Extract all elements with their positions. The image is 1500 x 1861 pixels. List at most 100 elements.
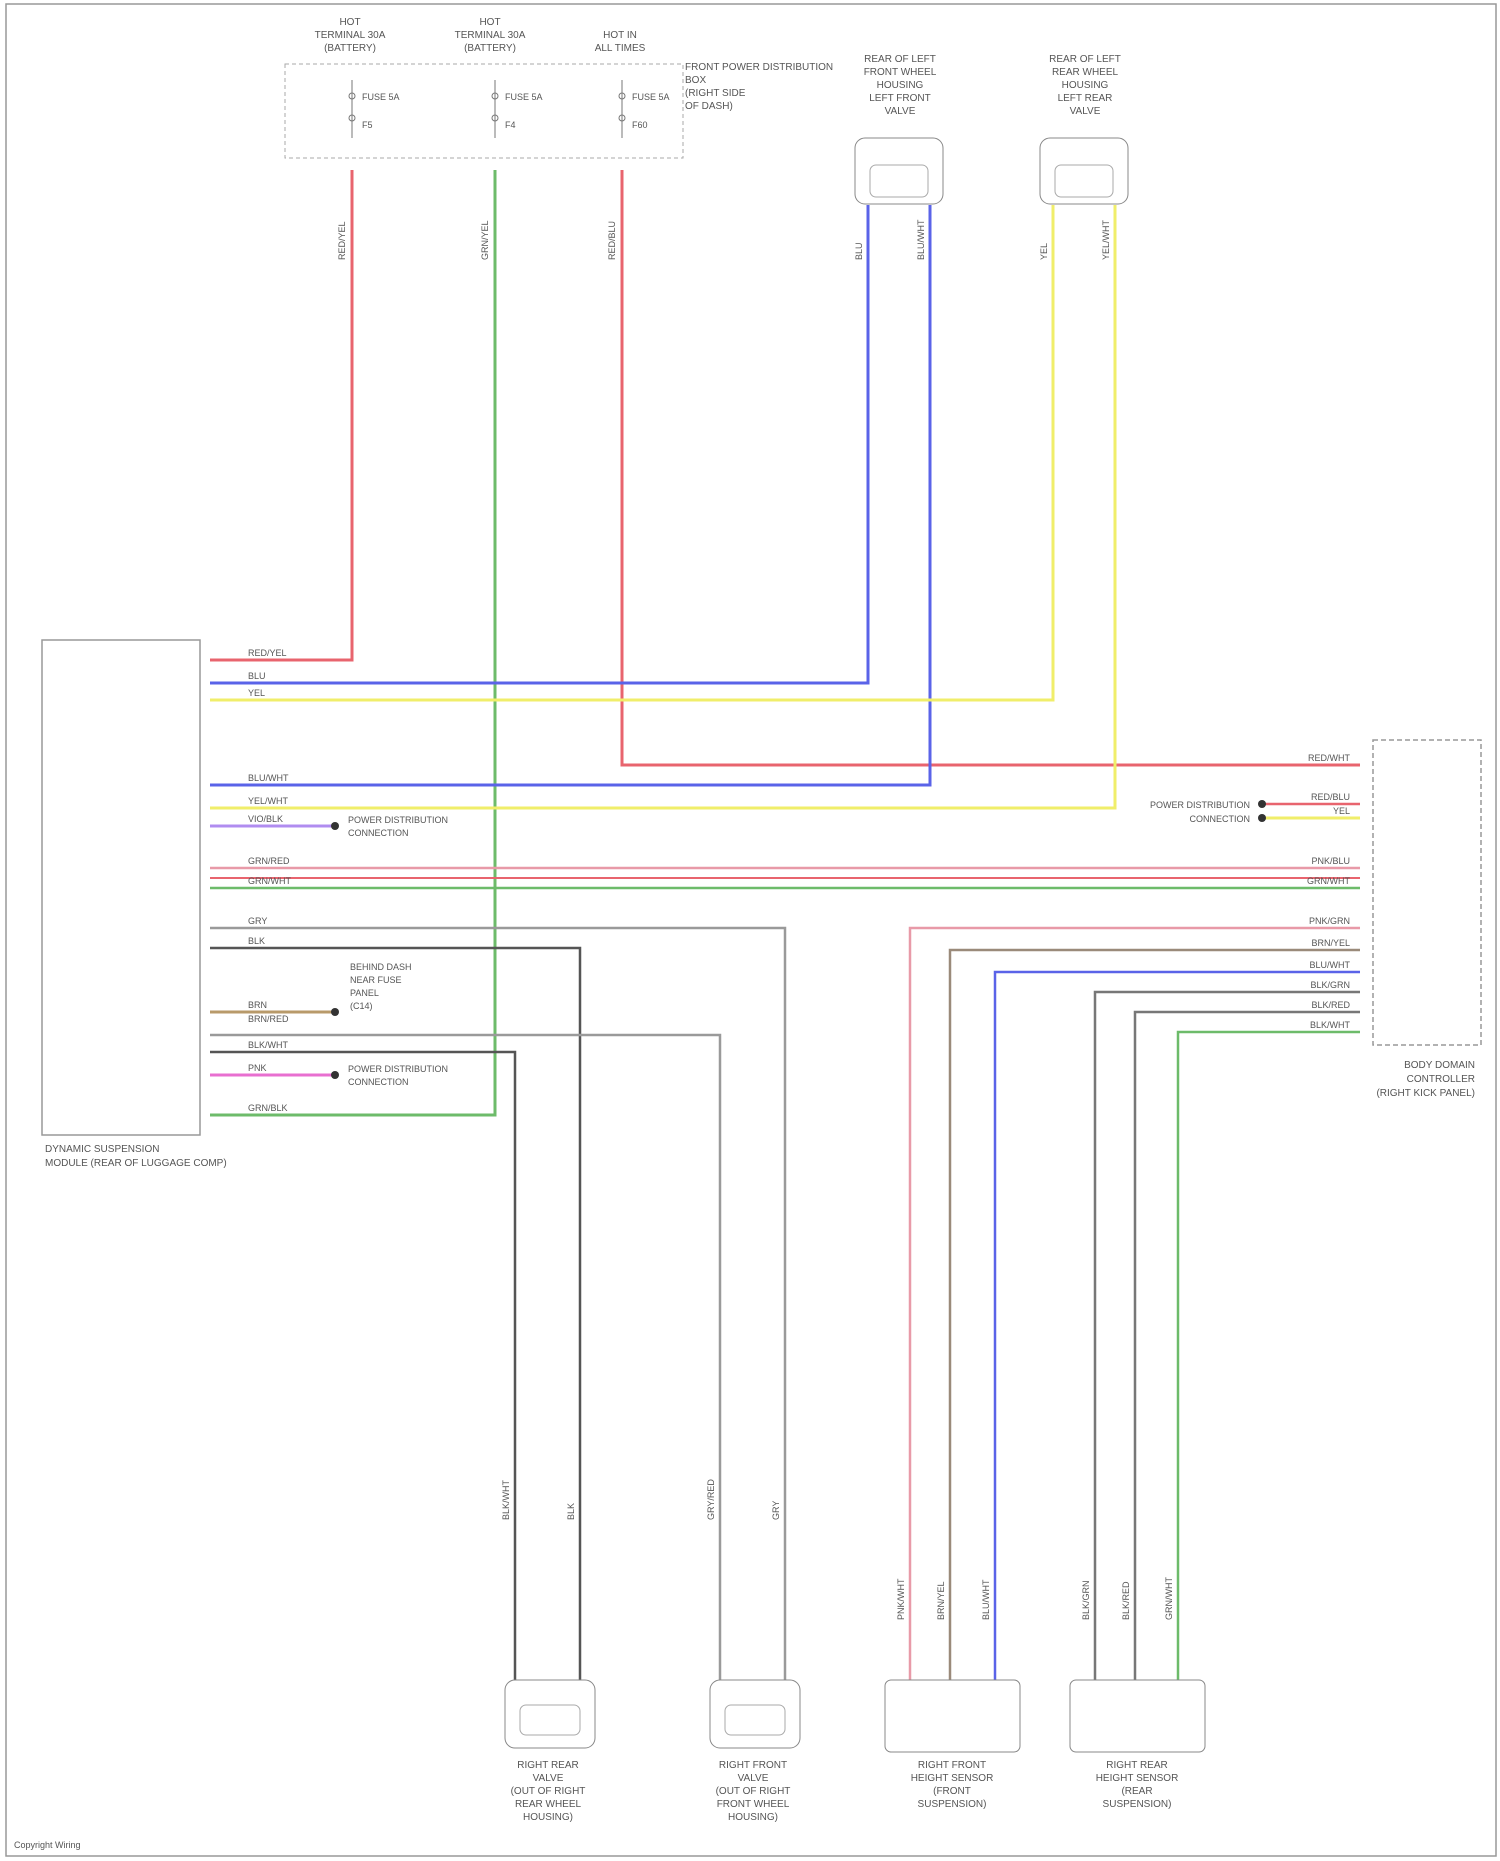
fuse-symbol: FUSE 5A F4 — [492, 80, 543, 138]
wire-yellow-2 — [210, 205, 1115, 808]
wire-labels-vertical-top: RED/YEL GRN/YEL RED/BLU BLU BLU/WHT YEL … — [337, 219, 1111, 260]
svg-text:PNK/GRN: PNK/GRN — [1309, 916, 1350, 926]
wire-red-top — [210, 170, 352, 660]
svg-text:CONNECTION: CONNECTION — [1190, 814, 1251, 824]
svg-text:BLK/GRN: BLK/GRN — [1081, 1580, 1091, 1620]
svg-text:GRN/WHT: GRN/WHT — [1164, 1577, 1174, 1620]
svg-text:REAR OF LEFT: REAR OF LEFT — [1049, 54, 1121, 65]
svg-text:LEFT FRONT: LEFT FRONT — [869, 93, 930, 104]
svg-text:(FRONT: (FRONT — [933, 1786, 971, 1797]
svg-text:YEL/WHT: YEL/WHT — [1101, 219, 1111, 260]
svg-text:POWER DISTRIBUTION: POWER DISTRIBUTION — [1150, 800, 1250, 810]
fuse-symbol: FUSE 5A F60 — [619, 80, 670, 138]
svg-text:F5: F5 — [362, 120, 373, 130]
svg-text:F60: F60 — [632, 120, 648, 130]
svg-text:YEL: YEL — [248, 688, 265, 698]
wire-gray-2 — [210, 1035, 720, 1680]
connector-label: (BATTERY) — [464, 43, 516, 54]
left-front-valve: REAR OF LEFT FRONT WHEEL HOUSING LEFT FR… — [855, 54, 943, 204]
svg-text:HEIGHT SENSOR: HEIGHT SENSOR — [911, 1773, 994, 1784]
svg-text:BLK/WHT: BLK/WHT — [501, 1479, 511, 1520]
splice-dot — [1258, 814, 1266, 822]
wire-labels-left: RED/YEL BLU YEL BLU/WHT YEL/WHT VIO/BLK … — [248, 648, 291, 1113]
fuse-box-label: (RIGHT SIDE — [685, 88, 746, 99]
right-front-height-sensor: RIGHT FRONT HEIGHT SENSOR (FRONT SUSPENS… — [885, 1680, 1020, 1810]
right-front-valve: RIGHT FRONT VALVE (OUT OF RIGHT FRONT WH… — [710, 1680, 800, 1823]
svg-text:BLU/WHT: BLU/WHT — [248, 773, 289, 783]
fuse-box-label: BOX — [685, 75, 706, 86]
svg-text:PNK/BLU: PNK/BLU — [1311, 856, 1350, 866]
page-border — [6, 4, 1496, 1856]
svg-text:RIGHT FRONT: RIGHT FRONT — [918, 1760, 986, 1771]
svg-text:SUSPENSION): SUSPENSION) — [1103, 1799, 1172, 1810]
svg-text:BLK/RED: BLK/RED — [1311, 1000, 1350, 1010]
wire-blue-2 — [210, 205, 930, 785]
svg-text:RED/YEL: RED/YEL — [248, 648, 287, 658]
svg-text:FUSE 5A: FUSE 5A — [632, 92, 670, 102]
wire-pink-red — [210, 868, 1360, 878]
svg-text:GRN/WHT: GRN/WHT — [248, 876, 291, 886]
svg-text:VALVE: VALVE — [885, 106, 916, 117]
connector-label: TERMINAL 30A — [455, 30, 526, 41]
svg-text:LEFT REAR: LEFT REAR — [1058, 93, 1113, 104]
svg-text:VALVE: VALVE — [533, 1773, 564, 1784]
wire-black-2 — [210, 1052, 515, 1680]
svg-text:YEL/WHT: YEL/WHT — [248, 796, 289, 806]
svg-text:HOUSING): HOUSING) — [728, 1812, 778, 1823]
wire-labels-right: RED/WHT RED/BLU YEL PNK/BLU GRN/WHT PNK/… — [1307, 753, 1351, 1030]
svg-text:RIGHT REAR: RIGHT REAR — [1106, 1760, 1168, 1771]
wire-red-right — [622, 170, 1360, 765]
svg-text:RIGHT FRONT: RIGHT FRONT — [719, 1760, 787, 1771]
svg-text:BEHIND DASH: BEHIND DASH — [350, 962, 412, 972]
svg-text:GRN/YEL: GRN/YEL — [480, 220, 490, 260]
svg-text:NEAR FUSE: NEAR FUSE — [350, 975, 402, 985]
svg-text:PANEL: PANEL — [350, 988, 379, 998]
ground-label: POWER DISTRIBUTION CONNECTION — [348, 1064, 448, 1087]
svg-text:VALVE: VALVE — [738, 1773, 769, 1784]
svg-text:VIO/BLK: VIO/BLK — [248, 814, 283, 824]
svg-text:GRY: GRY — [771, 1501, 781, 1520]
svg-text:POWER DISTRIBUTION: POWER DISTRIBUTION — [348, 1064, 448, 1074]
svg-text:FUSE 5A: FUSE 5A — [362, 92, 400, 102]
svg-text:RED/BLU: RED/BLU — [1311, 792, 1350, 802]
right-rear-valve: RIGHT REAR VALVE (OUT OF RIGHT REAR WHEE… — [505, 1680, 595, 1823]
wire-green-sensor — [1178, 1032, 1360, 1680]
svg-text:RED/WHT: RED/WHT — [1308, 753, 1350, 763]
fuse-box-label: FRONT POWER DISTRIBUTION — [685, 62, 833, 73]
svg-text:BLK/GRN: BLK/GRN — [1310, 980, 1350, 990]
fuse-box: HOT TERMINAL 30A (BATTERY) HOT TERMINAL … — [285, 17, 833, 158]
svg-text:YEL: YEL — [1333, 806, 1350, 816]
svg-text:CONNECTION: CONNECTION — [348, 1077, 409, 1087]
connector-label: TERMINAL 30A — [315, 30, 386, 41]
svg-text:BLU: BLU — [854, 242, 864, 260]
svg-text:HOUSING: HOUSING — [877, 80, 924, 91]
svg-text:PNK: PNK — [248, 1063, 267, 1073]
connector-label: HOT IN — [603, 30, 637, 41]
svg-text:GRY/RED: GRY/RED — [706, 1479, 716, 1520]
ground-label: POWER DISTRIBUTION CONNECTION — [1150, 800, 1250, 824]
svg-text:GRN/RED: GRN/RED — [248, 856, 290, 866]
footer-text: Copyright Wiring — [14, 1840, 81, 1850]
fuse-symbol: FUSE 5A F5 — [349, 80, 400, 138]
wire-yellow-1 — [210, 205, 1053, 700]
svg-text:BLK: BLK — [566, 1503, 576, 1520]
ground-label: BEHIND DASH NEAR FUSE PANEL (C14) — [350, 962, 412, 1011]
connector-label: (BATTERY) — [324, 43, 376, 54]
splice-dot — [1258, 800, 1266, 808]
fuse-box-label: OF DASH) — [685, 101, 733, 112]
wire-brown-sensor — [950, 950, 1360, 1680]
svg-text:(RIGHT KICK PANEL): (RIGHT KICK PANEL) — [1376, 1088, 1475, 1099]
svg-text:REAR WHEEL: REAR WHEEL — [515, 1799, 582, 1810]
svg-text:SUSPENSION): SUSPENSION) — [918, 1799, 987, 1810]
svg-text:FRONT WHEEL: FRONT WHEEL — [717, 1799, 790, 1810]
svg-text:BLK/RED: BLK/RED — [1121, 1581, 1131, 1620]
svg-text:HEIGHT SENSOR: HEIGHT SENSOR — [1096, 1773, 1179, 1784]
svg-text:FRONT WHEEL: FRONT WHEEL — [864, 67, 937, 78]
svg-text:REAR WHEEL: REAR WHEEL — [1052, 67, 1119, 78]
svg-text:(OUT OF RIGHT: (OUT OF RIGHT — [716, 1786, 791, 1797]
svg-text:BRN: BRN — [248, 1000, 267, 1010]
svg-text:RIGHT REAR: RIGHT REAR — [517, 1760, 579, 1771]
connector-label: HOT — [339, 17, 360, 28]
svg-text:POWER DISTRIBUTION: POWER DISTRIBUTION — [348, 815, 448, 825]
